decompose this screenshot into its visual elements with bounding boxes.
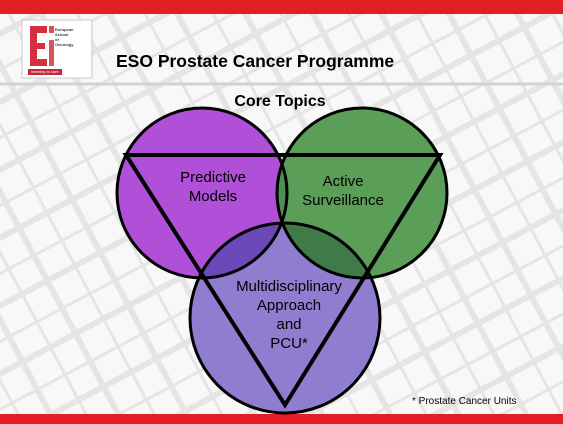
node-label-line: Active xyxy=(322,173,364,190)
node-label-line: Approach xyxy=(256,297,322,314)
triangle-outline xyxy=(122,153,444,409)
logo-text-line: European xyxy=(55,27,74,32)
logo-tagline: learning to care xyxy=(28,69,62,75)
venn-diagram xyxy=(115,106,449,415)
logo-text: European School of Oncology xyxy=(55,27,73,47)
eso-logo-icon xyxy=(30,26,54,66)
node-label-line: Surveillance xyxy=(302,192,384,209)
node-label-line: PCU* xyxy=(270,335,308,352)
logo-text-line: of xyxy=(55,37,59,42)
node-label-line: Models xyxy=(188,188,238,205)
node-label-line: Multidisciplinary xyxy=(236,278,342,295)
node-label-line: and xyxy=(276,316,302,333)
slide-subtitle: Core Topics xyxy=(234,93,326,110)
node-label-multidisciplinary: Multidisciplinary Approach and PCU* xyxy=(204,277,374,353)
node-label-active-surveillance: Active Surveillance xyxy=(283,172,403,210)
node-label-predictive-models: Predictive Models xyxy=(158,168,268,206)
footnote: * Prostate Cancer Units xyxy=(412,396,517,407)
logo-text-line: School xyxy=(55,32,69,37)
slide-title: ESO Prostate Cancer Programme xyxy=(116,51,395,71)
node-label-line: Predictive xyxy=(180,169,246,186)
overlap-surveillance-multidisciplinary xyxy=(277,223,380,278)
logo-text-line: Oncology xyxy=(55,42,74,47)
